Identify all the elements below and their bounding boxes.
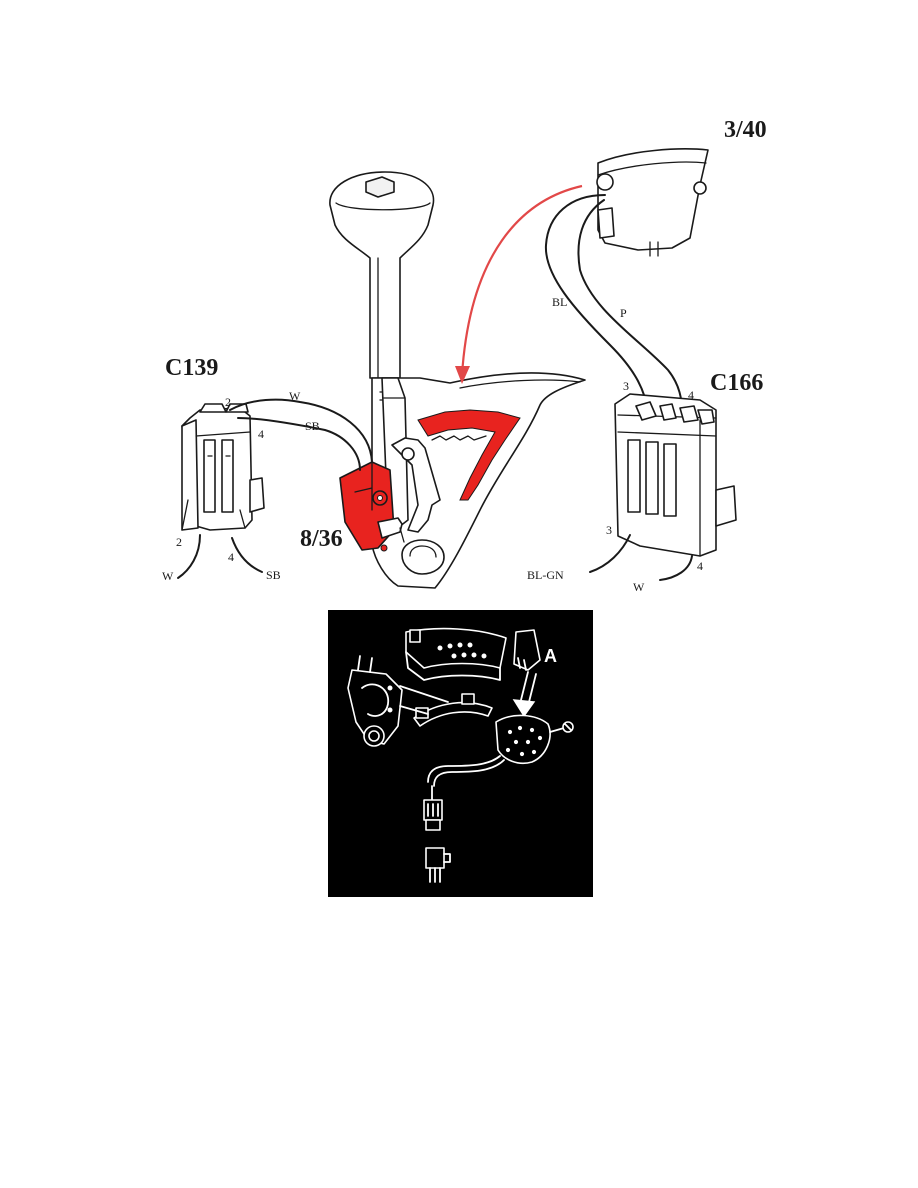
- mating-connector: [425, 847, 451, 883]
- pin-c139-bottom-4: 4: [228, 550, 234, 564]
- harness-plug: [423, 799, 443, 831]
- wire-label-c139-w-bottom: W: [162, 569, 174, 583]
- wire-c166-w-bottom: [659, 555, 693, 581]
- wire-label-c166-blgn: BL-GN: [527, 568, 564, 582]
- switch-a: A: [513, 629, 557, 671]
- wire-label-p: P: [620, 306, 627, 320]
- label-c139: C139: [165, 355, 218, 381]
- label-c166: C166: [710, 370, 763, 396]
- wire-c139-sb-bottom: [231, 537, 263, 573]
- pin-c166-top-4: 4: [688, 388, 694, 402]
- insertion-arrow: [512, 671, 537, 718]
- wire-label-c166-w-bottom: W: [633, 580, 645, 594]
- callout-a: A: [544, 646, 557, 666]
- pin-c166-top-3: 3: [623, 379, 629, 393]
- linkage-arm: [391, 437, 441, 533]
- label-3-40: 3/40: [724, 117, 767, 143]
- wire-label-c139-w-top: W: [289, 389, 301, 403]
- wire-label-c139-sb-bottom: SB: [266, 568, 281, 582]
- red-arrow-head: [455, 366, 470, 384]
- pin-c139-top-4: 4: [258, 427, 264, 441]
- detent-track-highlight: [417, 409, 521, 501]
- red-arrow: [460, 184, 583, 376]
- wire-label-c139-sb-top: SB: [305, 419, 320, 433]
- sensor-housing: [495, 714, 551, 765]
- wire-p: [577, 199, 683, 413]
- wire-bl: [544, 194, 649, 413]
- wire-label-bl: BL: [552, 295, 567, 309]
- pin-c166-bottom-3: 3: [606, 523, 612, 537]
- exploded-view-inset: A: [328, 610, 593, 897]
- indicator-cover-plate: [405, 627, 507, 681]
- pin-c139-bottom-2: 2: [176, 535, 182, 549]
- switch-8-36: [339, 461, 405, 552]
- wiring-harness: [427, 755, 505, 801]
- pin-c166-bottom-4: 4: [697, 559, 703, 573]
- mounting-screw: [549, 721, 574, 733]
- pin-c139-top-2: 2: [225, 395, 231, 409]
- label-8-36: 8/36: [300, 526, 343, 552]
- wiring-diagram: 3/40 C139 C166 8/36 BL P W SB W SB BL-GN…: [162, 117, 767, 594]
- wire-c139-sb-top: [237, 417, 361, 471]
- detent-steps: [431, 435, 487, 441]
- connector-c166: [614, 393, 737, 557]
- gear-shift-lever: [329, 171, 435, 379]
- sensor-3-40: [596, 148, 709, 257]
- selector-housing: [347, 655, 403, 747]
- wire-c139-w-top: [229, 398, 373, 463]
- guide-rail: [399, 685, 493, 727]
- wire-c139-w-bottom: [177, 534, 201, 579]
- wire-c166-blgn: [589, 534, 631, 573]
- connector-c139: [181, 403, 265, 531]
